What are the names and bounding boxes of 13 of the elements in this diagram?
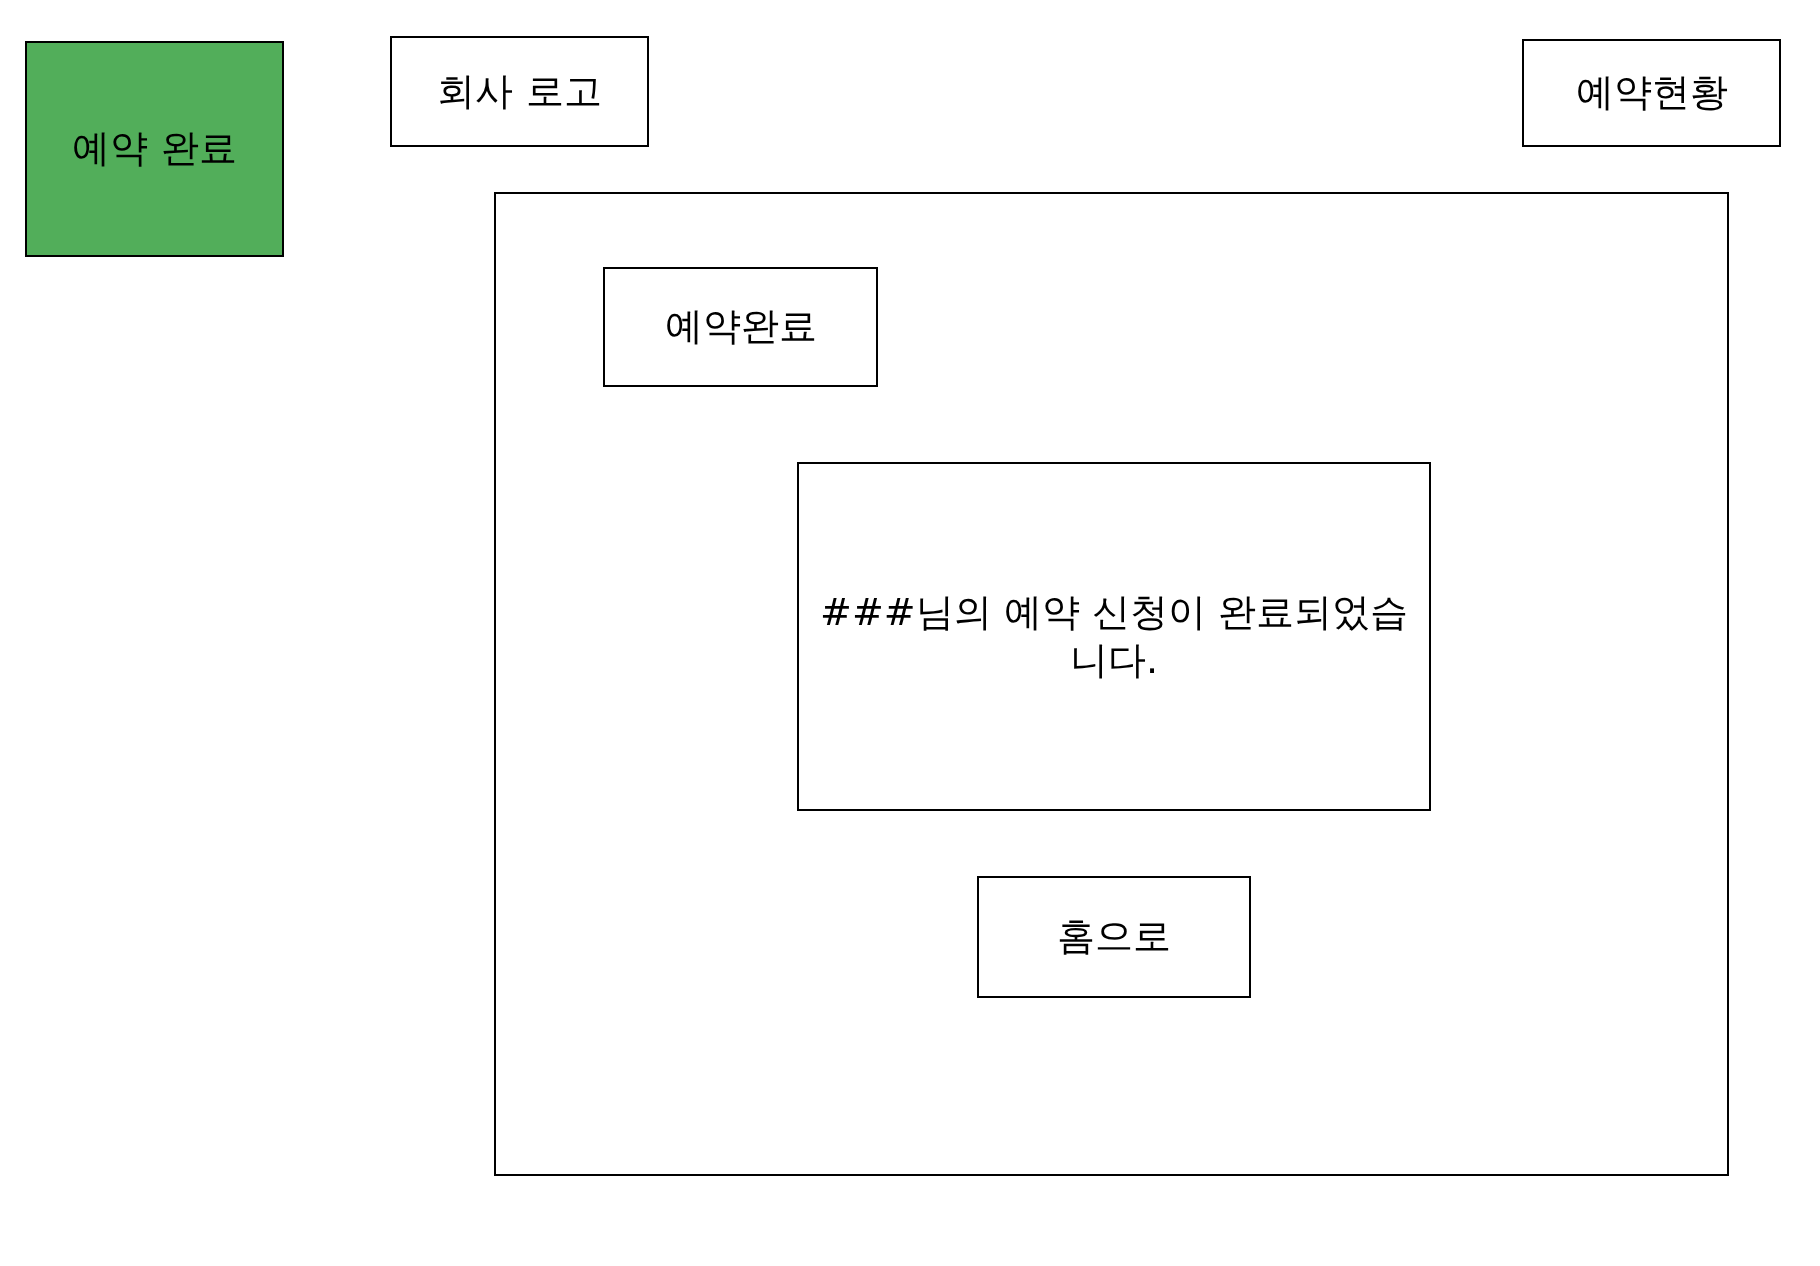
header-box: [390, 36, 649, 147]
content-panel: [494, 192, 1729, 1176]
heading-box: [603, 267, 878, 387]
box-label: 예약현황: [1575, 69, 1728, 117]
menu-button: [1522, 39, 1781, 147]
box-label: 예약 완료: [72, 125, 237, 173]
box-label: 회사 로고: [437, 67, 602, 115]
home-button: [977, 876, 1251, 998]
box-label: 홈으로: [1057, 913, 1171, 961]
box-label: 예약완료: [664, 303, 817, 351]
message-box: [797, 462, 1431, 811]
screen-title-box: [25, 41, 284, 257]
box-label: ###님의 예약 신청이 완료되었습니다.: [819, 589, 1409, 684]
